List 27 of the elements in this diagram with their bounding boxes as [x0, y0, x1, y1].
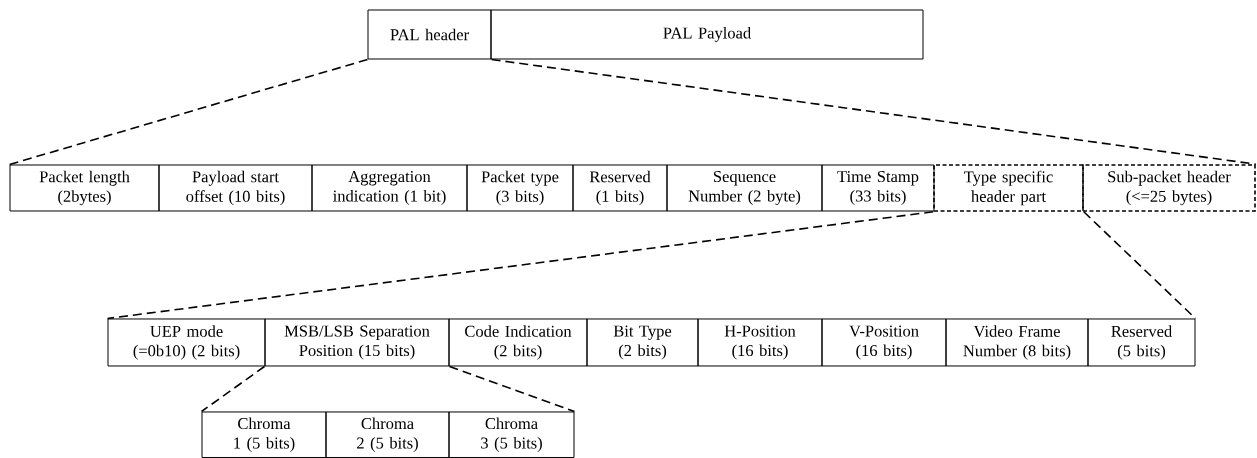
- field-box: MSB/LSB Separation Position (15 bits): [264, 318, 450, 367]
- field-box: Video Frame Number (8 bits): [945, 318, 1089, 367]
- field-box: Code Indication (2 bits): [448, 318, 588, 367]
- field-box: Packet length (2bytes): [9, 164, 160, 212]
- field-box: Type specific header part: [933, 164, 1084, 212]
- zoom-line: [200, 365, 266, 413]
- field-box: Reserved (5 bits): [1087, 318, 1196, 367]
- field-box: Reserved (1 bits): [572, 164, 668, 212]
- field-box: Time Stamp (33 bits): [821, 164, 935, 212]
- field-box: Bit Type (2 bits): [586, 318, 699, 367]
- field-box: Chroma 3 (5 bits): [448, 411, 575, 458]
- field-box: H-Position (16 bits): [697, 318, 823, 367]
- field-box: Payload start offset (10 bits): [158, 164, 313, 212]
- field-box: Packet type (3 bits): [466, 164, 574, 212]
- field-box: Sequence Number (2 byte): [666, 164, 823, 212]
- field-box: V-Position (16 bits): [821, 318, 947, 367]
- zoom-line: [448, 365, 576, 413]
- field-box: Chroma 1 (5 bits): [201, 411, 327, 458]
- field-box: PAL Payload: [490, 9, 924, 60]
- field-box: Sub-packet header (<=25 bytes): [1082, 164, 1256, 212]
- zoom-line: [8, 58, 369, 166]
- field-box: PAL header: [367, 9, 492, 60]
- field-box: UEP mode (=0b10) (2 bits): [107, 318, 266, 367]
- field-box: Chroma 2 (5 bits): [325, 411, 450, 458]
- zoom-line: [490, 58, 1257, 165]
- field-box: Aggregation indication (1 bit): [311, 164, 468, 212]
- zoom-line: [106, 211, 934, 320]
